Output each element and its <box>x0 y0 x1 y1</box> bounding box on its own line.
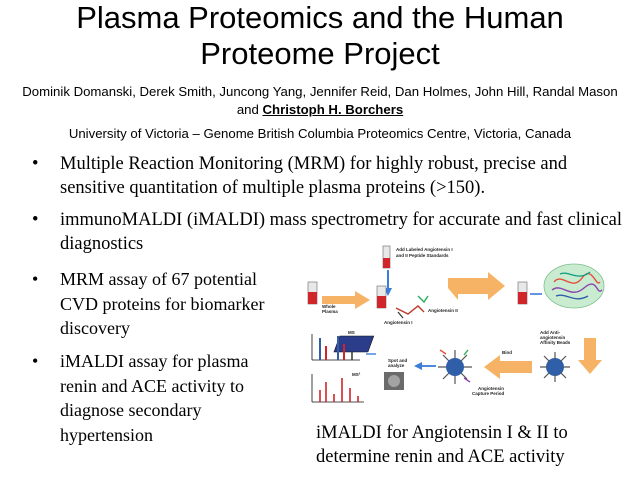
label-add-anti-2: angiotensin <box>540 335 566 340</box>
slide-title: Plasma Proteomics and the Human Proteome… <box>0 0 640 72</box>
authors-list: Dominik Domanski, Derek Smith, Juncong Y… <box>22 84 618 117</box>
authors: Dominik Domanski, Derek Smith, Juncong Y… <box>10 83 630 119</box>
orange-arrow-left-icon <box>484 355 532 379</box>
arrow-head-icon <box>414 362 422 370</box>
bullet-3: • MRM assay of 67 potential CVD proteins… <box>32 267 282 342</box>
caption-line-2: determine renin and ACE activity <box>316 447 565 467</box>
corresponding-author: Christoph H. Borchers <box>262 102 404 117</box>
ms-spectrum-icon <box>311 334 360 361</box>
bullet-4: • iMALDI assay for plasma renin and ACE … <box>32 349 282 449</box>
label-add-anti: Add Anti- <box>540 330 561 335</box>
ms2-spectrum-icon <box>311 374 364 403</box>
label-capture-2: Capture Period <box>472 391 505 396</box>
orange-arrow-down-icon <box>578 338 602 374</box>
bullet-text: Multiple Reaction Monitoring (MRM) for h… <box>60 154 568 198</box>
bullet-symbol: • <box>32 351 39 371</box>
antibody-beads-bag-icon <box>543 263 605 309</box>
label-whole-plasma: Whole <box>322 304 336 309</box>
label-spot-2: analyze <box>388 363 405 368</box>
bullet-text: iMALDI assay for plasma renin and ACE ac… <box>60 351 249 445</box>
maldi-plate-icon <box>333 335 375 353</box>
label-whole-plasma-2: Plasma <box>322 309 338 314</box>
plasma-tube-icon <box>307 281 318 305</box>
title-line-1: Plasma Proteomics and the Human <box>76 0 564 35</box>
mixed-tube-icon <box>376 285 387 309</box>
label-add-labeled-2: and II Peptide Standards <box>396 253 449 258</box>
imaldi-workflow-diagram: Add Labeled Angiotensin I and II Peptide… <box>307 245 605 403</box>
bullet-text: MRM assay of 67 potential CVD proteins f… <box>60 269 265 338</box>
label-ms: MS <box>348 330 355 335</box>
caption-line-1: iMALDI for Angiotensin I & II to <box>316 423 568 443</box>
label-spot: Spot and <box>388 358 407 363</box>
standard-tube-icon <box>382 245 391 269</box>
bullet-symbol: • <box>32 269 39 289</box>
label-capture: Angiotensin <box>478 386 504 391</box>
sample-tube-icon <box>517 281 528 305</box>
bullet-2: • immunoMALDI (iMALDI) mass spectrometry… <box>32 208 632 258</box>
label-ms2: MS² <box>352 372 361 377</box>
label-angiotensin-i: Angiotensin I <box>384 320 413 325</box>
label-add-anti-3: Affinity Beads <box>540 340 571 345</box>
peptide-icon <box>395 295 429 319</box>
bullet-text: immunoMALDI (iMALDI) mass spectrometry f… <box>60 210 623 254</box>
orange-arrow-icon <box>448 272 505 300</box>
bullet-symbol: • <box>32 154 39 174</box>
captured-bead-icon <box>438 349 472 384</box>
label-add-labeled: Add Labeled Angiotensin I <box>396 247 453 252</box>
label-angiotensin-ii: Angiotensin II <box>428 308 458 313</box>
spot-image-icon <box>384 372 404 390</box>
title-line-2: Proteome Project <box>200 36 440 71</box>
label-bind: Bind <box>502 350 512 355</box>
diagram-caption: iMALDI for Angiotensin I & II to determi… <box>316 421 636 469</box>
affinity-bead-icon <box>540 352 570 382</box>
bullet-1: • Multiple Reaction Monitoring (MRM) for… <box>32 152 632 202</box>
orange-arrow-icon <box>322 291 370 309</box>
bullet-symbol: • <box>32 210 39 230</box>
affiliation: University of Victoria – Genome British … <box>68 126 572 141</box>
